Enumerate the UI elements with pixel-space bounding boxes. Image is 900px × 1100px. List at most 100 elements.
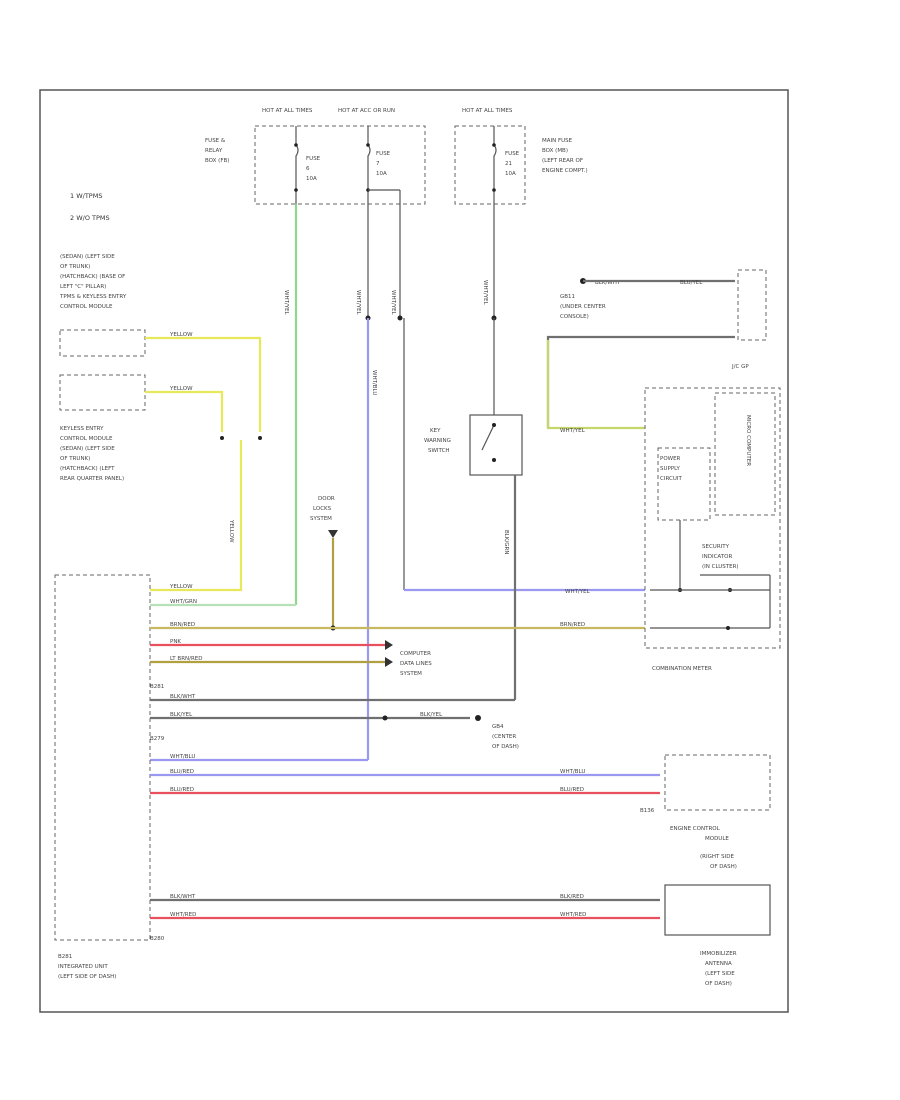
fuse-c-2: 21 xyxy=(505,161,512,167)
ps-2: SUPPLY xyxy=(660,466,680,472)
label-wht-yel-meter: WHT/YEL xyxy=(565,589,591,595)
diagram-frame xyxy=(39,89,789,1013)
fuse-box-outline xyxy=(254,125,426,205)
label-wht-yel-r: WHT/YEL xyxy=(482,280,488,306)
unit-label-3: (LEFT SIDE OF DASH) xyxy=(58,974,116,980)
kl-label-1: KEYLESS ENTRY xyxy=(60,426,104,432)
label-wht-yel-1: WHT/YEL xyxy=(283,290,289,316)
imm-1: IMMOBILIZER xyxy=(700,951,737,957)
micro-computer-box xyxy=(714,392,776,516)
fuse-b-symbol xyxy=(367,126,371,204)
label-blu-red-r: BLU/RED xyxy=(560,787,584,793)
conn-b280: B280 xyxy=(150,936,165,942)
unit-label-2: INTEGRATED UNIT xyxy=(58,964,108,970)
label-yellow-left: YELLOW xyxy=(169,584,193,590)
label-grn-blk-r: BLK/RED xyxy=(560,894,584,900)
ecm-4: OF DASH) xyxy=(710,864,737,870)
kl-label-6: REAR QUARTER PANEL) xyxy=(60,476,124,482)
imm-2: ANTENNA xyxy=(705,961,732,967)
power-supply-box xyxy=(657,447,711,521)
tpms-label-3: (HATCHBACK) (BASE OF xyxy=(60,274,125,280)
cdl-1: COMPUTER xyxy=(400,651,431,657)
fuse-c-3: 10A xyxy=(505,171,516,177)
immobilizer-box xyxy=(664,884,771,936)
g64-2: (CENTER xyxy=(492,734,516,740)
label-lt-brn-red: LT BRN/RED xyxy=(170,656,203,662)
sec-3: (IN CLUSTER) xyxy=(702,564,739,570)
note-1: 1 W/TPMS xyxy=(70,192,102,200)
combination-meter-label: COMBINATION METER xyxy=(652,666,712,672)
fuse-a-3: 10A xyxy=(306,176,317,182)
tpms-module-box xyxy=(59,329,146,357)
mb-hot: HOT AT ALL TIMES xyxy=(462,108,513,114)
fb-name-3: BOX (FB) xyxy=(205,158,229,164)
jc-label: J/C GP xyxy=(731,364,749,370)
fuse-c-symbol xyxy=(493,126,497,204)
tpms-label-4: LEFT "C" PILLAR) xyxy=(60,284,106,290)
fuse-b-2: 7 xyxy=(376,161,380,167)
label-wht-red: WHT/RED xyxy=(170,912,196,918)
fb-name-2: RELAY xyxy=(205,148,223,154)
label-wht-grn: WHT/GRN xyxy=(170,599,197,605)
sec-1: SECURITY xyxy=(702,544,730,550)
fuse-c-1: FUSE xyxy=(505,151,520,157)
label-blu-yel-j: BLU/YEL xyxy=(680,280,703,286)
key-switch-box xyxy=(469,414,523,476)
label-wht-yel-2: WHT/YEL xyxy=(355,290,361,316)
ecm-2: MODULE xyxy=(705,836,729,842)
g64-1: GB4 xyxy=(492,724,504,730)
meter-box xyxy=(644,387,781,649)
g64-3: OF DASH) xyxy=(492,744,519,750)
label-blu-red: BLU/RED xyxy=(170,769,194,775)
jc-box xyxy=(737,269,767,341)
combination-meter: MICRO COMPUTER POWER SUPPLY CIRCUIT SECU… xyxy=(644,387,781,649)
label-wht-blu-r: WHT/BLU xyxy=(560,769,585,775)
imm-4: OF DASH) xyxy=(705,981,732,987)
fuse-b-1: FUSE xyxy=(376,151,391,157)
kw-label-2: WARNING xyxy=(424,438,451,444)
door-locks-3: SYSTEM xyxy=(310,516,332,522)
kw-label-3: SWITCH xyxy=(428,448,450,454)
door-locks-arrow xyxy=(328,530,338,538)
tpms-label-5: TPMS & KEYLESS ENTRY xyxy=(59,294,127,300)
fb-name-1: FUSE & xyxy=(205,138,226,144)
hot-label-1: HOT AT ALL TIMES xyxy=(262,108,313,114)
gb11-3: CONSOLE) xyxy=(560,314,589,320)
mb-name-1: MAIN FUSE xyxy=(542,138,573,144)
label-wht-red-r: WHT/RED xyxy=(560,912,586,918)
mb-name-4: ENGINE COMPT.) xyxy=(542,168,588,174)
ecm-box xyxy=(664,754,771,811)
label-grn-blk-2: BLK/WHT xyxy=(170,894,196,900)
cdl-2: DATA LINES xyxy=(400,661,432,667)
conn-b281: B281 xyxy=(150,684,164,690)
label-wht-yel-3: WHT/YEL xyxy=(390,290,396,316)
label-wht-blu-1: WHT/BLU xyxy=(371,370,377,395)
ps-3: CIRCUIT xyxy=(660,476,682,482)
fuse-a-1: FUSE xyxy=(306,156,321,162)
label-blk-grn: BLK/GRN xyxy=(503,530,509,555)
label-pnk: PNK xyxy=(170,639,181,645)
label-blk-yel: BLK/YEL xyxy=(170,712,193,718)
label-yellow-mid: YELLOW xyxy=(169,386,193,392)
label-brn-red: BRN/RED xyxy=(170,622,195,628)
ecm-1: ENGINE CONTROL xyxy=(670,826,721,832)
micro-computer-label: MICRO COMPUTER xyxy=(745,415,751,466)
kw-label-1: KEY xyxy=(430,428,441,434)
wire-yellow-to-unit xyxy=(150,440,243,592)
integrated-unit-box xyxy=(54,574,151,941)
fuse-a-symbol xyxy=(295,126,299,204)
kl-label-5: (HATCHBACK) (LEFT xyxy=(60,466,115,472)
door-locks-1: DOOR xyxy=(318,496,335,502)
kl-label-3: (SEDAN) (LEFT SIDE xyxy=(60,446,115,452)
integrated-unit: B281 B279 B280 B281 INTEGRATED UNIT (LEF… xyxy=(54,574,165,980)
label-yellow-v: YELLOW xyxy=(228,519,234,543)
keyless-module-box xyxy=(59,374,146,411)
gb11-1: GB11 xyxy=(560,294,575,300)
wire-yellow-jc xyxy=(546,340,645,430)
label-blk-wht: BLK/WHT xyxy=(170,694,196,700)
sec-2: INDICATOR xyxy=(702,554,732,560)
tpms-label-2: OF TRUNK) xyxy=(60,264,90,270)
mb-name-2: BOX (MB) xyxy=(542,148,568,154)
tpms-label-1: (SEDAN) (LEFT SIDE xyxy=(60,254,115,260)
wire-yellow-top xyxy=(145,336,262,432)
